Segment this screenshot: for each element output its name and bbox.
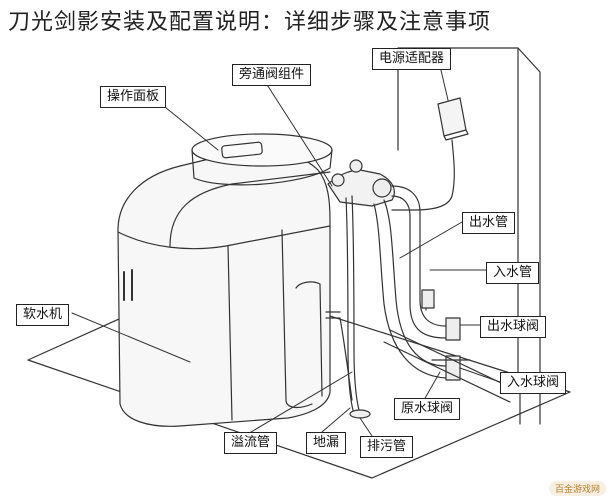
softener-cabinet [118,151,330,426]
label-overflow-pipe: 溢流管 [224,432,277,454]
label-outlet-ball-valve: 出水球阀 [480,316,546,338]
label-softener: 软水机 [16,304,69,326]
label-inlet-ball-valve: 入水球阀 [500,372,566,394]
label-raw-water-valve: 原水球阀 [394,398,460,420]
label-outlet-pipe: 出水管 [462,212,515,234]
label-inlet-pipe: 入水管 [486,262,539,284]
power-adapter [392,98,468,210]
drain-pipe [352,196,360,414]
label-control-panel: 操作面板 [100,86,166,108]
label-power-adapter: 电源适配器 [372,48,451,70]
watermark-logo: 百金游戏网 [549,481,606,496]
label-drain-pipe: 排污管 [360,436,413,458]
label-bypass-valve: 旁通阀组件 [232,64,311,86]
label-floor-drain: 地漏 [306,432,346,454]
bypass-valve-assembly [328,160,394,206]
